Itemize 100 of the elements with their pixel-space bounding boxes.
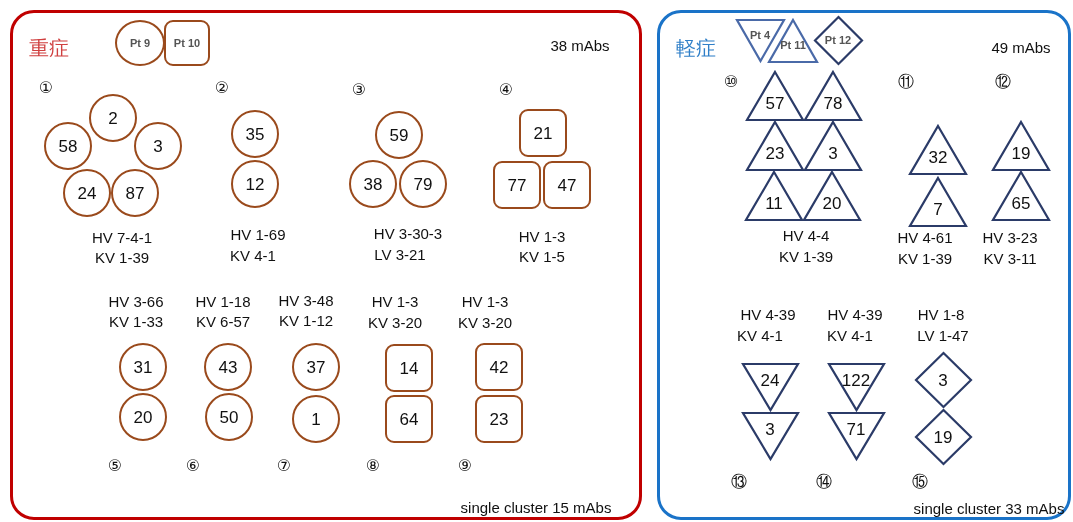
- antibody-number: 20: [133, 408, 153, 426]
- cluster-number: ⑬: [731, 473, 747, 491]
- diamond-node: [813, 15, 863, 65]
- inverted-triangle-node: [741, 363, 799, 411]
- antibody-number: 1: [311, 410, 321, 428]
- triangle-node: [992, 121, 1050, 171]
- note-text: single cluster 33 mAbs: [913, 500, 1065, 518]
- gene-label: HV 4-39: [827, 306, 883, 324]
- circle-node: [63, 169, 111, 217]
- antibody-number: 11: [765, 194, 783, 212]
- gene-label: LV 1-47: [917, 327, 969, 345]
- panel-frame: [10, 10, 642, 520]
- antibody-number: 64: [399, 410, 419, 428]
- antibody-number: 24: [760, 371, 780, 389]
- antibody-number: 32: [928, 148, 948, 166]
- triangle-node: [746, 121, 804, 171]
- gene-label: KV 6-57: [195, 313, 251, 331]
- count-label: 49 mAbs: [991, 39, 1051, 57]
- patient-label: Pt 9: [129, 37, 151, 49]
- antibody-number: 3: [828, 144, 838, 162]
- circle-node: [231, 160, 279, 208]
- gene-label: KV 1-33: [108, 313, 164, 331]
- inverted-triangle-node: [827, 363, 885, 411]
- gene-label: HV 1-69: [230, 226, 286, 244]
- antibody-number: 14: [399, 359, 419, 377]
- triangle-node: [768, 19, 818, 63]
- antibody-number: 87: [125, 184, 145, 202]
- antibody-number: 50: [219, 408, 239, 426]
- antibody-number: 21: [533, 124, 553, 142]
- antibody-number: 42: [489, 358, 509, 376]
- circle-node: [375, 111, 423, 159]
- gene-label: KV 1-39: [778, 248, 834, 266]
- panel-heading: 軽症: [676, 35, 716, 62]
- cluster-number: ⑭: [816, 473, 832, 491]
- antibody-number: 31: [133, 358, 153, 376]
- square-node: [543, 161, 591, 209]
- circle-node: [292, 395, 340, 443]
- gene-label: KV 1-12: [278, 312, 334, 330]
- gene-label: HV 3-30-3: [373, 225, 443, 243]
- antibody-number: 3: [938, 371, 948, 389]
- cluster-number: ⑦: [276, 457, 292, 475]
- patient-label: Pt 10: [173, 37, 201, 49]
- gene-label: KV 3-11: [983, 250, 1037, 268]
- circle-node: [134, 122, 182, 170]
- cluster-number: ②: [214, 79, 230, 97]
- triangle-node: [746, 71, 804, 121]
- square-node: [164, 20, 210, 66]
- gene-label: HV 1-3: [518, 228, 566, 246]
- gene-label: KV 4-1: [737, 327, 783, 345]
- patient-label: Pt 4: [749, 30, 771, 42]
- circle-node: [399, 160, 447, 208]
- gene-label: HV 3-66: [108, 293, 164, 311]
- square-node: [475, 343, 523, 391]
- square-node: [493, 161, 541, 209]
- panel-frame: [657, 10, 1071, 520]
- cluster-number: ⑨: [457, 457, 473, 475]
- gene-label: HV 3-48: [278, 292, 334, 310]
- gene-label: HV 1-3: [461, 293, 509, 311]
- antibody-number: 7: [933, 200, 943, 218]
- antibody-number: 37: [306, 358, 326, 376]
- gene-label: KV 4-1: [230, 247, 276, 265]
- panel-heading: 重症: [29, 35, 69, 62]
- antibody-number: 2: [108, 109, 118, 127]
- triangle-node: [992, 171, 1050, 221]
- gene-label: KV 3-20: [367, 314, 423, 332]
- square-node: [475, 395, 523, 443]
- inverted-triangle-node: [741, 412, 799, 460]
- cluster-number: ⑩: [723, 73, 739, 91]
- cluster-number: ⑧: [365, 457, 381, 475]
- gene-label: HV 3-23: [982, 229, 1038, 247]
- antibody-number: 71: [846, 420, 866, 438]
- circle-node: [231, 110, 279, 158]
- circle-node: [119, 393, 167, 441]
- gene-label: HV 4-61: [897, 229, 953, 247]
- square-node: [385, 395, 433, 443]
- antibody-number: 3: [153, 137, 163, 155]
- patient-label: Pt 12: [824, 34, 852, 46]
- gene-label: KV 3-20: [457, 314, 513, 332]
- triangle-node: [804, 121, 862, 171]
- antibody-number: 12: [245, 175, 265, 193]
- antibody-number: 19: [933, 428, 953, 446]
- antibody-number: 47: [557, 176, 577, 194]
- antibody-number: 23: [489, 410, 509, 428]
- antibody-number: 122: [841, 371, 871, 389]
- antibody-number: 59: [389, 126, 409, 144]
- gene-label: HV 1-18: [195, 293, 251, 311]
- antibody-number: 65: [1011, 194, 1031, 212]
- antibody-number: 78: [823, 94, 843, 112]
- triangle-node: [804, 71, 862, 121]
- antibody-number: 20: [822, 194, 842, 212]
- diamond-node: [914, 352, 972, 408]
- cluster-number: ④: [498, 81, 514, 99]
- antibody-number: 57: [765, 94, 785, 112]
- cluster-number: ③: [351, 81, 367, 99]
- circle-node: [205, 393, 253, 441]
- cluster-number: ⑪: [898, 73, 914, 91]
- antibody-number: 43: [218, 358, 238, 376]
- gene-label: HV 7-4-1: [92, 229, 152, 247]
- gene-label: HV 4-39: [740, 306, 796, 324]
- circle-node: [204, 343, 252, 391]
